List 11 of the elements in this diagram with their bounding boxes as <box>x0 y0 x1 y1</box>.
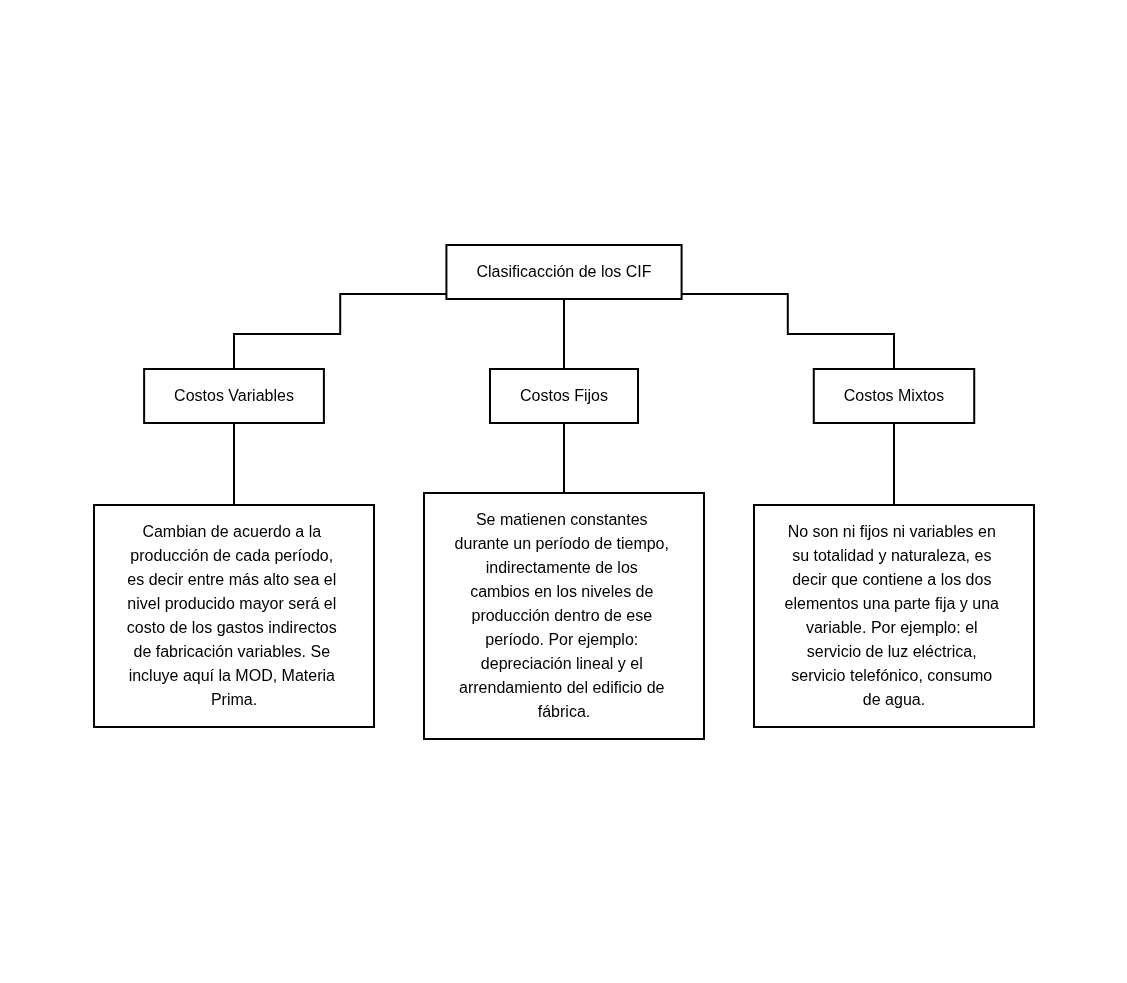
connector <box>562 421 565 494</box>
node-box: Costos Fijos <box>488 367 639 424</box>
node-box: Clasificacción de los CIF <box>444 243 683 300</box>
node-box: Costos Variables <box>142 367 325 424</box>
connector <box>232 421 235 506</box>
node-box: Costos Mixtos <box>812 367 975 424</box>
connector <box>562 297 565 370</box>
node-box: No son ni fijos ni variables en su totalidad y naturaleza, es decir que contiene a los dos elementos una parte fija y una variable. Por ejemplo: el servicio de luz eléctrica, servicio telefónico, consumo de agua. <box>752 503 1035 728</box>
node-box: Se matienen constantes durante un período de tiempo, indirectamente de los cambios en los niveles de producción dentro de ese período. Por ejemplo: depreciación lineal y el arrendamiento del edificio de fábrica. <box>422 491 705 740</box>
node-box: Cambian de acuerdo a la producción de cada período, es decir entre más alto sea el nivel producido mayor será el costo de los gastos indirectos de fabricación variables. Se incluye aquí la MOD, Materia Prima. <box>92 503 375 728</box>
connector <box>892 421 895 506</box>
